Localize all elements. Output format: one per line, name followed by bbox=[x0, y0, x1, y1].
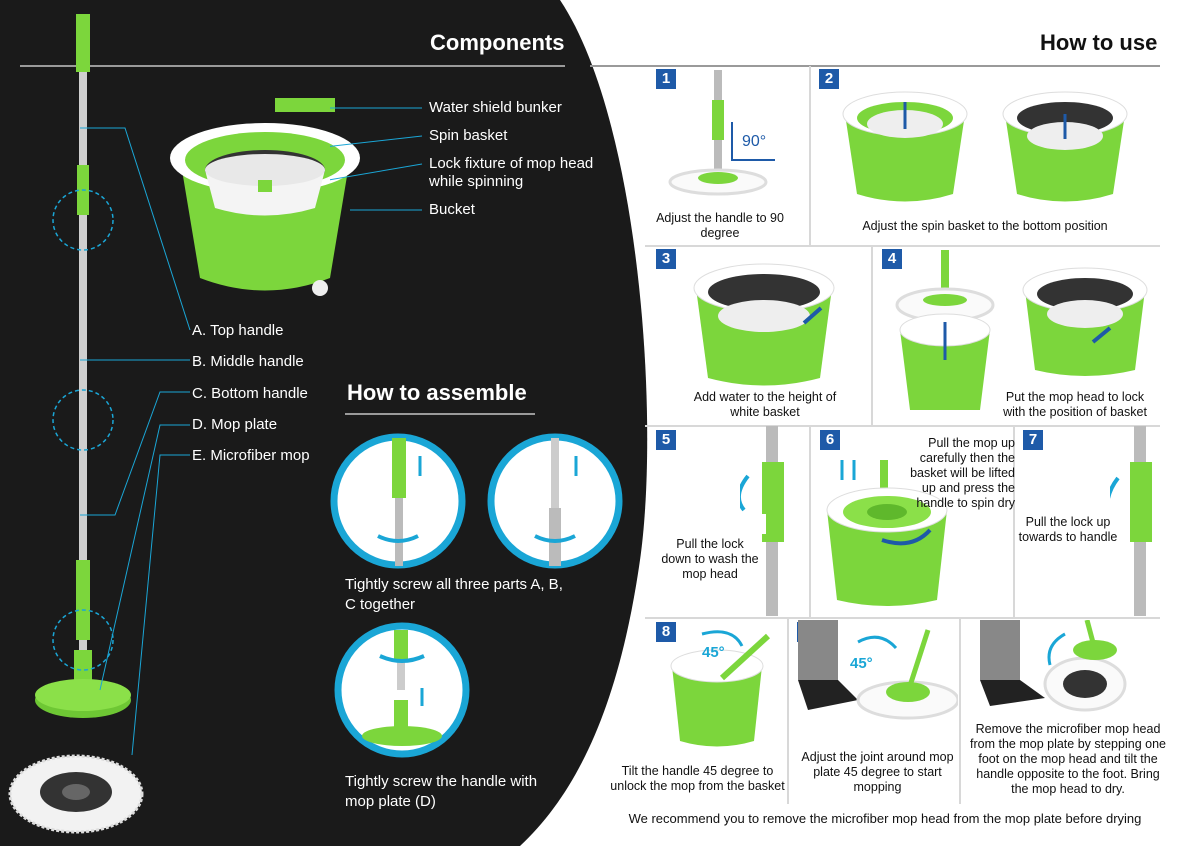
step-3-number: 3 bbox=[656, 249, 676, 269]
component-leader-lines bbox=[330, 107, 423, 211]
step-5-caption: Pull the lock down to wash the mop head bbox=[661, 537, 759, 581]
assemble-step1-illustration bbox=[330, 433, 623, 569]
step-7-caption: Pull the lock up towards to handle bbox=[1018, 515, 1118, 544]
steps-grid bbox=[645, 66, 1160, 804]
step-2-caption: Adjust the spin basket to the bottom pos… bbox=[862, 219, 1108, 233]
assemble-title-underline bbox=[345, 413, 535, 415]
step-4-caption: Put the mop head to lock with the positi… bbox=[1003, 390, 1147, 419]
footer-note: We recommend you to remove the microfibe… bbox=[628, 811, 1142, 826]
step-1-illustration bbox=[668, 70, 775, 196]
part-label-e: E. Microfiber mop bbox=[192, 447, 310, 464]
step-8-number: 8 bbox=[656, 622, 676, 642]
step-3-illustration bbox=[693, 263, 835, 386]
step-5-number: 5 bbox=[656, 430, 676, 450]
step-9-illustration bbox=[798, 620, 958, 720]
step-4-illustration bbox=[895, 250, 1148, 410]
microfiber-mop-illustration bbox=[8, 754, 144, 834]
part-label-a: A. Top handle bbox=[192, 322, 284, 339]
assemble-step2-illustration bbox=[334, 622, 470, 758]
assemble-title: How to assemble bbox=[347, 380, 527, 405]
step-10-caption: Remove the microfiber mop head from the … bbox=[970, 722, 1166, 796]
component-label-lock-fixture: Lock fixture of mop head while spinning bbox=[429, 155, 594, 190]
assemble-step2-caption: Tightly screw the handle with mop plate … bbox=[345, 773, 538, 810]
step-6-number: 6 bbox=[820, 430, 840, 450]
step-6-caption: Pull the mop up carefully then the baske… bbox=[910, 436, 1015, 510]
assemble-step1-caption: Tightly screw all three parts A, B, C to… bbox=[345, 576, 563, 613]
step-4-number: 4 bbox=[882, 249, 902, 269]
step-5-illustration bbox=[740, 426, 784, 616]
step-9-caption: Adjust the joint around mop plate 45 deg… bbox=[801, 750, 954, 794]
part-label-d: D. Mop plate bbox=[192, 416, 278, 433]
component-label-water-shield: Water shield bunker bbox=[429, 99, 562, 116]
part-leader-lines bbox=[80, 127, 191, 756]
step-1-caption: Adjust the handle to 90 degree bbox=[656, 211, 784, 240]
bucket-illustration bbox=[170, 98, 360, 296]
step-8-illustration bbox=[670, 630, 771, 747]
step-9-angle: 45° bbox=[850, 655, 873, 672]
step-2-illustration bbox=[842, 91, 1128, 202]
components-title: Components bbox=[430, 30, 565, 55]
how-to-use-title: How to use bbox=[1040, 30, 1158, 55]
step-6-illustration bbox=[826, 460, 948, 606]
step-7-number: 7 bbox=[1023, 430, 1043, 450]
component-label-bucket: Bucket bbox=[429, 201, 475, 218]
step-8-angle: 45° bbox=[702, 644, 725, 661]
component-label-spin-basket: Spin basket bbox=[429, 127, 508, 144]
step-7-illustration bbox=[1110, 426, 1152, 616]
part-label-b: B. Middle handle bbox=[192, 353, 304, 370]
step-10-illustration bbox=[980, 620, 1127, 712]
step-1-angle: 90° bbox=[742, 133, 767, 150]
step-3-caption: Add water to the height of white basket bbox=[693, 390, 837, 419]
mop-handle-illustration bbox=[35, 14, 131, 718]
part-label-c: C. Bottom handle bbox=[192, 385, 308, 402]
step-1-number: 1 bbox=[656, 69, 676, 89]
step-2-number: 2 bbox=[819, 69, 839, 89]
step-8-caption: Tilt the handle 45 degree to unlock the … bbox=[610, 764, 785, 793]
